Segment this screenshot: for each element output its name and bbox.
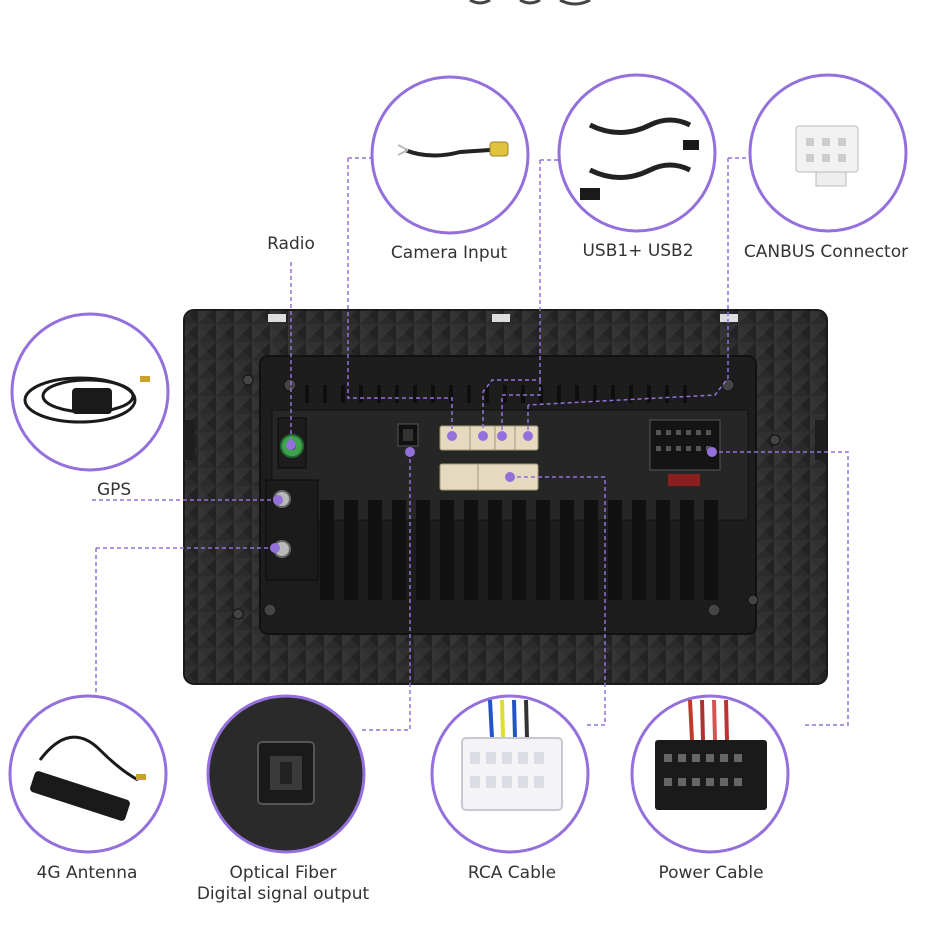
label-rca-cable: RCA Cable: [467, 863, 557, 883]
connector-markers: [270, 431, 717, 553]
label-optical-line1: Optical Fiber: [229, 863, 337, 883]
top-title-fragment: [469, 0, 591, 6]
usb-circle: [557, 73, 717, 233]
power-cable-circle: [630, 694, 790, 854]
camera-input-circle: [370, 75, 530, 235]
head-unit-back: [183, 309, 828, 685]
gps-circle: [10, 312, 170, 472]
label-power-cable: Power Cable: [658, 863, 764, 883]
label-optical-fiber: Optical Fiber Digital signal output: [197, 863, 369, 905]
optical-fiber-circle: [206, 694, 366, 854]
canbus-circle: [748, 73, 908, 233]
label-camera-input: Camera Input: [390, 243, 508, 263]
label-radio: Radio: [267, 234, 315, 254]
rca-cable-circle: [430, 694, 590, 854]
label-4g-antenna: 4G Antenna: [36, 863, 138, 883]
label-gps: GPS: [97, 480, 132, 500]
antenna-4g-circle: [8, 694, 168, 854]
label-canbus: CANBUS Connector: [743, 242, 909, 262]
label-optical-line2: Digital signal output: [196, 884, 370, 904]
leader-lines: [92, 157, 849, 731]
label-usb: USB1+ USB2: [582, 241, 694, 261]
